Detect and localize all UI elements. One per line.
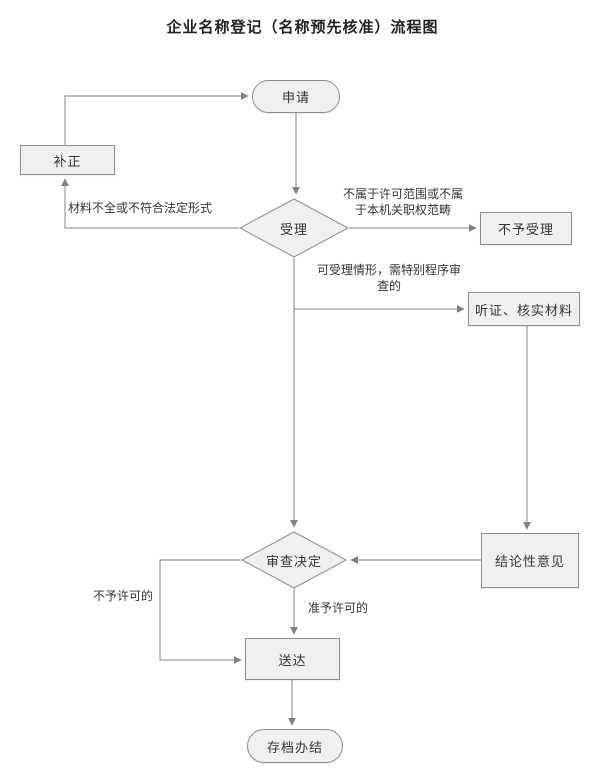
node-correction-label: 补正 — [53, 153, 82, 169]
edge-review-notpermitted-to-delivery — [159, 559, 242, 664]
node-delivery-label: 送达 — [278, 652, 307, 668]
diamond-shape — [239, 198, 349, 258]
edge-label-permitted: 准予许可的 — [308, 601, 369, 615]
node-apply-label: 申请 — [281, 90, 310, 105]
edge-label-out-of-scope: 不属于许可范围或不属于本机关职权范畴 — [342, 187, 463, 218]
node-hearing: 听证、核实材料 — [468, 292, 580, 326]
node-review-decision: 审查决定 — [241, 531, 347, 589]
node-not-accepted: 不予受理 — [480, 212, 572, 245]
edge-correction-to-apply — [64, 92, 249, 145]
diamond-shape — [241, 531, 347, 589]
edge-label-special-procedure: 可受理情形，需特别程序审查的 — [316, 263, 461, 294]
edge-label-incomplete-materials: 材料不全或不符合法定形式 — [68, 201, 213, 215]
node-conclusion: 结论性意见 — [481, 533, 579, 588]
node-not-accepted-label: 不予受理 — [497, 222, 554, 237]
node-delivery: 送达 — [245, 638, 340, 680]
node-review-label: 审查决定 — [265, 553, 322, 569]
node-accept-decision: 受理 — [239, 198, 349, 258]
node-hearing-label: 听证、核实材料 — [474, 302, 573, 318]
node-archive: 存档办结 — [247, 729, 343, 763]
node-apply: 申请 — [252, 80, 340, 113]
node-correction: 补正 — [20, 145, 115, 175]
edge-label-not-permitted: 不予许可的 — [93, 589, 154, 603]
node-conclusion-label: 结论性意见 — [494, 554, 565, 569]
node-accept-label: 受理 — [279, 221, 308, 237]
node-archive-label: 存档办结 — [266, 739, 323, 755]
diagram-title: 企业名称登记（名称预先核准）流程图 — [166, 19, 439, 36]
